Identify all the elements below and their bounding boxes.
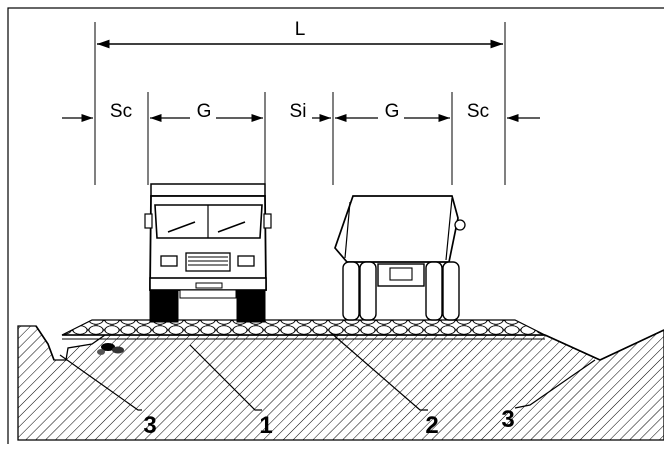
callout-label-base-layer: 2 [425, 412, 438, 439]
road-base-layer [61, 319, 546, 336]
segment-label-lane-2: G [385, 101, 400, 122]
segment-label-median: Si [290, 101, 307, 122]
stone-cluster [97, 343, 124, 355]
overall-width-dimension: L [94, 19, 506, 185]
segment-label-shoulder-left: Sc [110, 101, 132, 122]
subgrade-ground [17, 325, 664, 441]
callout-label-left-ditch: 3 [143, 412, 156, 439]
callout-leaders [59, 331, 596, 411]
segment-label-lane-1: G [197, 101, 212, 122]
segment-label-shoulder-right: Sc [467, 101, 489, 122]
callout-label-right-ditch: 3 [501, 406, 514, 433]
callout-label-subgrade: 1 [259, 412, 272, 439]
segment-dimensions: Sc G Si G Sc [62, 92, 540, 185]
right-ditch [544, 329, 664, 361]
truck-front-view [144, 183, 272, 323]
left-ditch [35, 325, 55, 361]
dump-truck-rear-view [334, 195, 466, 321]
overall-width-label: L [295, 19, 306, 40]
